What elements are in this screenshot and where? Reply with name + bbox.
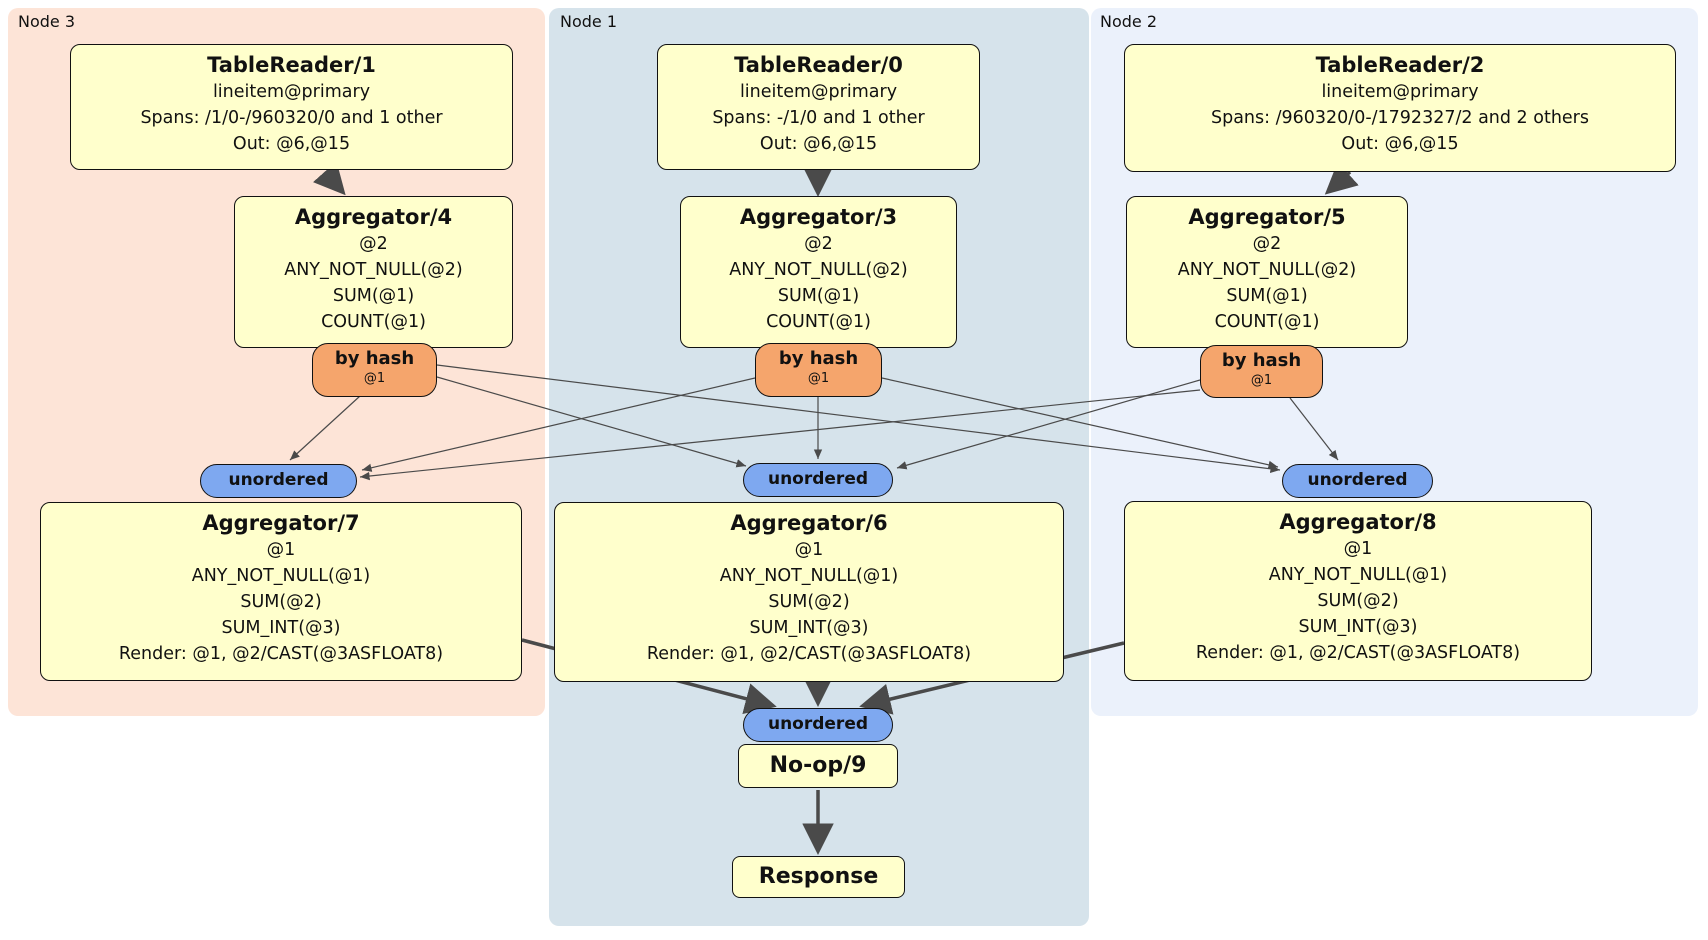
tablereader-1-spans: Spans: /1/0-/960320/0 and 1 other	[140, 108, 443, 128]
hash-router-node1: by hash @1	[755, 343, 882, 397]
noop-9-box: No-op/9	[738, 744, 898, 788]
tablereader-0-out: Out: @6,@15	[759, 134, 878, 154]
aggregator-6-box: Aggregator/6 @1 ANY_NOT_NULL(@1) SUM(@2)…	[554, 502, 1064, 682]
aggregator-3-groupcols: @2	[804, 234, 833, 254]
aggregator-3-fn1: ANY_NOT_NULL(@2)	[729, 260, 908, 280]
aggregator-4-fn3: COUNT(@1)	[321, 312, 426, 332]
aggregator-5-groupcols: @2	[1252, 234, 1282, 254]
aggregator-4-groupcols: @2	[359, 234, 388, 254]
aggregator-7-fn1: ANY_NOT_NULL(@1)	[191, 566, 371, 586]
aggregator-7-render: Render: @1, @2/CAST(@3ASFLOAT8)	[118, 644, 444, 664]
tablereader-0-index: lineitem@primary	[739, 82, 898, 102]
aggregator-8-box: Aggregator/8 @1 ANY_NOT_NULL(@1) SUM(@2)…	[1124, 501, 1592, 681]
unordered-sync-node1-label: unordered	[767, 469, 869, 489]
aggregator-7-title: Aggregator/7	[202, 511, 360, 535]
aggregator-7-box: Aggregator/7 @1 ANY_NOT_NULL(@1) SUM(@2)…	[40, 502, 522, 681]
aggregator-8-fn2: SUM(@2)	[1317, 591, 1399, 611]
aggregator-5-title: Aggregator/5	[1188, 205, 1346, 229]
tablereader-2-index: lineitem@primary	[1321, 82, 1479, 102]
aggregator-4-title: Aggregator/4	[294, 205, 453, 229]
aggregator-6-fn2: SUM(@2)	[768, 592, 850, 612]
aggregator-5-fn1: ANY_NOT_NULL(@2)	[1177, 260, 1357, 280]
tablereader-2-box: TableReader/2 lineitem@primary Spans: /9…	[1124, 44, 1676, 172]
aggregator-8-render: Render: @1, @2/CAST(@3ASFLOAT8)	[1195, 643, 1521, 663]
tablereader-1-index: lineitem@primary	[212, 82, 371, 102]
aggregator-4-fn1: ANY_NOT_NULL(@2)	[284, 260, 463, 280]
aggregator-3-box: Aggregator/3 @2 ANY_NOT_NULL(@2) SUM(@1)…	[680, 196, 957, 348]
unordered-sync-final: unordered	[743, 708, 893, 742]
aggregator-6-title: Aggregator/6	[730, 511, 888, 535]
unordered-sync-final-label: unordered	[767, 714, 869, 734]
hash-router-node3-detail: @1	[363, 371, 386, 386]
aggregator-3-title: Aggregator/3	[739, 205, 898, 229]
hash-router-node2-label: by hash	[1221, 350, 1302, 371]
hash-router-node3-label: by hash	[334, 348, 415, 369]
aggregator-5-box: Aggregator/5 @2 ANY_NOT_NULL(@2) SUM(@1)…	[1126, 196, 1408, 348]
response-box: Response	[732, 856, 905, 898]
tablereader-0-title: TableReader/0	[734, 53, 903, 77]
aggregator-8-title: Aggregator/8	[1279, 510, 1437, 534]
node1-label: Node 1	[560, 12, 618, 31]
aggregator-3-fn2: SUM(@1)	[777, 286, 860, 306]
aggregator-5-fn3: COUNT(@1)	[1214, 312, 1320, 332]
unordered-sync-node2-label: unordered	[1307, 470, 1408, 490]
node3-label: Node 3	[18, 12, 76, 31]
tablereader-1-title: TableReader/1	[207, 53, 376, 77]
hash-router-node3: by hash @1	[312, 343, 437, 397]
hash-router-node1-label: by hash	[778, 348, 859, 369]
tablereader-2-spans: Spans: /960320/0-/1792327/2 and 2 others	[1210, 108, 1589, 128]
tablereader-2-title: TableReader/2	[1315, 53, 1485, 77]
unordered-sync-node1: unordered	[743, 463, 893, 497]
tablereader-2-out: Out: @6,@15	[1341, 134, 1459, 154]
aggregator-7-fn2: SUM(@2)	[240, 592, 322, 612]
aggregator-6-render: Render: @1, @2/CAST(@3ASFLOAT8)	[646, 644, 972, 664]
aggregator-8-fn3: SUM_INT(@3)	[1298, 617, 1418, 637]
aggregator-7-fn3: SUM_INT(@3)	[221, 618, 341, 638]
tablereader-1-out: Out: @6,@15	[232, 134, 351, 154]
aggregator-5-fn2: SUM(@1)	[1226, 286, 1308, 306]
tablereader-0-spans: Spans: -/1/0 and 1 other	[712, 108, 925, 128]
aggregator-8-fn1: ANY_NOT_NULL(@1)	[1268, 565, 1448, 585]
tablereader-1-box: TableReader/1 lineitem@primary Spans: /1…	[70, 44, 513, 170]
noop-9-title: No-op/9	[769, 753, 867, 778]
response-title: Response	[758, 864, 879, 889]
aggregator-6-fn1: ANY_NOT_NULL(@1)	[719, 566, 899, 586]
unordered-sync-node3-label: unordered	[228, 470, 329, 490]
aggregator-4-fn2: SUM(@1)	[332, 286, 415, 306]
aggregator-6-groupcols: @1	[794, 540, 824, 560]
unordered-sync-node2: unordered	[1282, 464, 1433, 498]
hash-router-node2: by hash @1	[1200, 345, 1323, 398]
tablereader-0-box: TableReader/0 lineitem@primary Spans: -/…	[657, 44, 980, 170]
aggregator-4-box: Aggregator/4 @2 ANY_NOT_NULL(@2) SUM(@1)…	[234, 196, 513, 348]
node2-label: Node 2	[1100, 12, 1158, 31]
aggregator-7-groupcols: @1	[266, 540, 296, 560]
aggregator-6-fn3: SUM_INT(@3)	[749, 618, 869, 638]
aggregator-3-fn3: COUNT(@1)	[766, 312, 871, 332]
hash-router-node1-detail: @1	[807, 371, 830, 386]
unordered-sync-node3: unordered	[200, 464, 357, 498]
hash-router-node2-detail: @1	[1250, 373, 1273, 388]
aggregator-8-groupcols: @1	[1343, 539, 1373, 559]
